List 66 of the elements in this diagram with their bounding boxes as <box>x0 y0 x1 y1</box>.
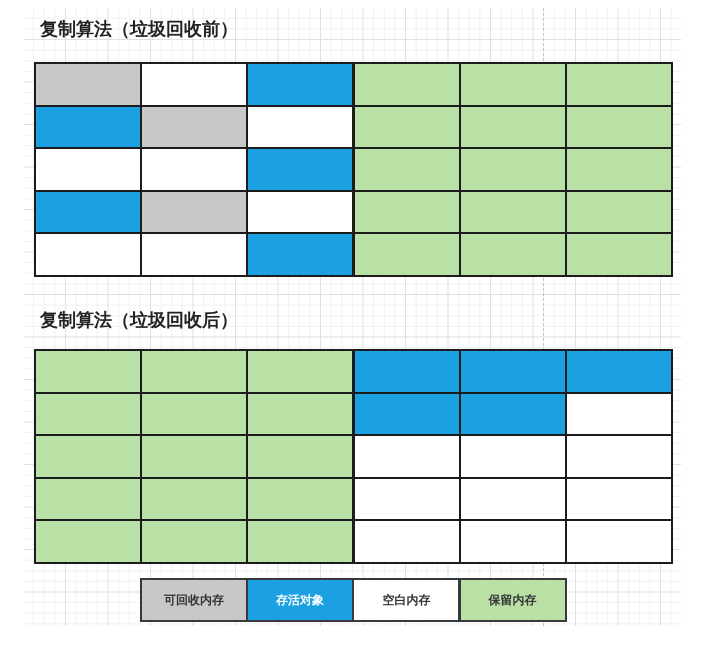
memory-block <box>564 349 673 394</box>
memory-block <box>140 232 248 277</box>
memory-block <box>458 104 567 150</box>
memory-block <box>352 434 461 479</box>
memory-block <box>564 62 673 107</box>
memory-block <box>246 349 354 394</box>
legend-label: 空白内存 <box>382 592 430 608</box>
memory-block <box>564 392 673 436</box>
memory-block <box>140 190 248 234</box>
memory-block <box>34 104 142 150</box>
memory-block <box>140 476 248 522</box>
memory-block <box>458 232 567 277</box>
memory-block <box>140 104 248 150</box>
memory-block <box>458 147 567 192</box>
memory-block <box>140 349 248 394</box>
memory-block <box>34 434 142 479</box>
memory-block <box>564 104 673 150</box>
memory-block <box>140 519 248 564</box>
memory-block <box>34 62 142 107</box>
memory-block <box>352 62 461 107</box>
memory-block <box>458 476 567 522</box>
memory-block <box>246 190 354 234</box>
memory-block <box>564 476 673 522</box>
memory-block <box>352 190 461 234</box>
memory-block <box>34 232 142 277</box>
legend-label: 存活对象 <box>276 592 324 608</box>
memory-block <box>352 392 461 436</box>
memory-block <box>458 434 567 479</box>
section-heading: 复制算法（垃圾回收后） <box>40 310 238 332</box>
legend-label: 可回收内存 <box>164 592 224 608</box>
memory-block <box>458 62 567 107</box>
memory-block <box>564 147 673 192</box>
memory-block <box>458 519 567 564</box>
memory-block <box>246 519 354 564</box>
memory-block <box>140 62 248 107</box>
memory-block <box>140 434 248 479</box>
memory-block <box>458 392 567 436</box>
memory-block <box>564 519 673 564</box>
memory-block <box>34 147 142 192</box>
memory-block <box>34 476 142 522</box>
memory-block <box>34 349 142 394</box>
memory-block <box>246 476 354 522</box>
memory-block <box>140 147 248 192</box>
section-heading: 复制算法（垃圾回收前） <box>40 19 238 41</box>
memory-block <box>352 232 461 277</box>
memory-block <box>246 392 354 436</box>
memory-block <box>352 476 461 522</box>
memory-block <box>246 62 354 107</box>
memory-block <box>458 349 567 394</box>
memory-block <box>34 392 142 436</box>
legend-label: 保留内存 <box>488 592 537 608</box>
memory-block <box>140 392 248 436</box>
memory-block <box>352 519 461 564</box>
memory-block <box>352 349 461 394</box>
memory-block <box>34 519 142 564</box>
memory-block <box>246 104 354 150</box>
memory-block <box>246 147 354 192</box>
memory-block <box>34 190 142 234</box>
memory-block <box>246 434 354 479</box>
memory-block <box>458 190 567 234</box>
memory-block <box>352 147 461 192</box>
memory-block <box>564 232 673 277</box>
memory-block <box>564 434 673 479</box>
memory-block <box>564 190 673 234</box>
memory-block <box>246 232 354 277</box>
memory-block <box>352 104 461 150</box>
